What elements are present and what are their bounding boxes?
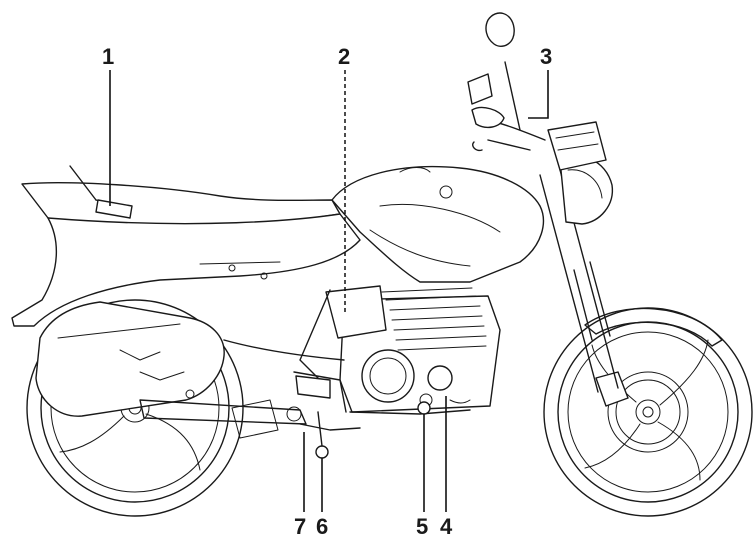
- callout-1: 1: [102, 44, 114, 69]
- frame-side-cover: [293, 285, 387, 413]
- exhaust: [35, 301, 345, 417]
- tail-section: [11, 213, 361, 327]
- callout-4: 4: [440, 514, 453, 539]
- swingarm: [139, 399, 307, 439]
- leader-lines: [109, 70, 549, 512]
- callout-7: 7: [294, 514, 306, 539]
- fuel-tank: [331, 165, 544, 283]
- callout-2: 2: [338, 44, 350, 69]
- handlebar-assembly: [467, 12, 546, 152]
- callout-labels: 1 2 3 4 5 6 7: [102, 44, 552, 539]
- headlight-assembly: [547, 121, 614, 225]
- callout-5: 5: [416, 514, 428, 539]
- callout-6: 6: [316, 514, 328, 539]
- callout-3: 3: [540, 44, 552, 69]
- lower-controls: [299, 401, 431, 459]
- leader-3: [528, 70, 549, 119]
- motorcycle-icon: [11, 12, 753, 517]
- front-wheel: [543, 307, 753, 517]
